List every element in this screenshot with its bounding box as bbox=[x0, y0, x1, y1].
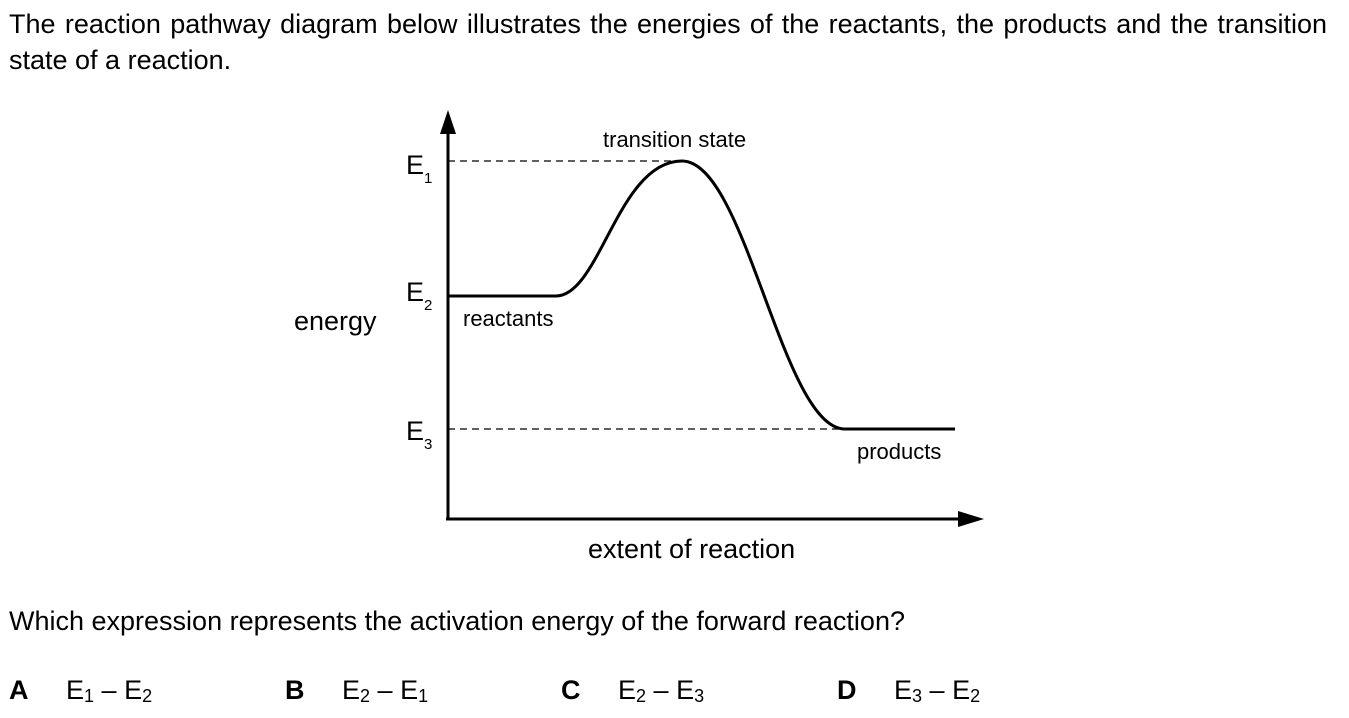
answer-options: A E1 – E2 B E2 – E1 C E2 – E3 D E3 – E2 bbox=[9, 670, 1309, 710]
question-text: Which expression represents the activati… bbox=[9, 606, 905, 636]
level-e1-label: E1 bbox=[406, 150, 432, 187]
y-axis-arrowhead bbox=[440, 110, 456, 134]
option-a[interactable]: A E1 – E2 bbox=[9, 670, 152, 710]
products-label: products bbox=[857, 439, 941, 464]
y-axis-label: energy bbox=[294, 306, 377, 336]
intro-text: The reaction pathway diagram below illus… bbox=[9, 9, 1327, 75]
option-letter: B bbox=[285, 675, 305, 705]
level-e2-label: E2 bbox=[406, 277, 432, 314]
option-c[interactable]: C E2 – E3 bbox=[561, 670, 704, 710]
transition-state-label: transition state bbox=[603, 127, 746, 152]
option-expression: E1 – E2 bbox=[66, 675, 153, 706]
energy-profile-curve bbox=[448, 159, 955, 431]
option-letter: A bbox=[9, 675, 29, 705]
option-expression: E2 – E1 bbox=[342, 675, 429, 706]
option-expression: E2 – E3 bbox=[618, 675, 705, 706]
x-axis-label: extent of reaction bbox=[588, 534, 795, 564]
option-b[interactable]: B E2 – E1 bbox=[285, 670, 428, 710]
level-e3-label: E3 bbox=[406, 416, 432, 453]
x-axis-arrowhead bbox=[958, 511, 984, 527]
reactants-label: reactants bbox=[463, 306, 554, 331]
option-expression: E3 – E2 bbox=[894, 675, 981, 706]
option-letter: C bbox=[561, 675, 581, 705]
option-d[interactable]: D E3 – E2 bbox=[837, 670, 980, 710]
option-letter: D bbox=[837, 675, 857, 705]
